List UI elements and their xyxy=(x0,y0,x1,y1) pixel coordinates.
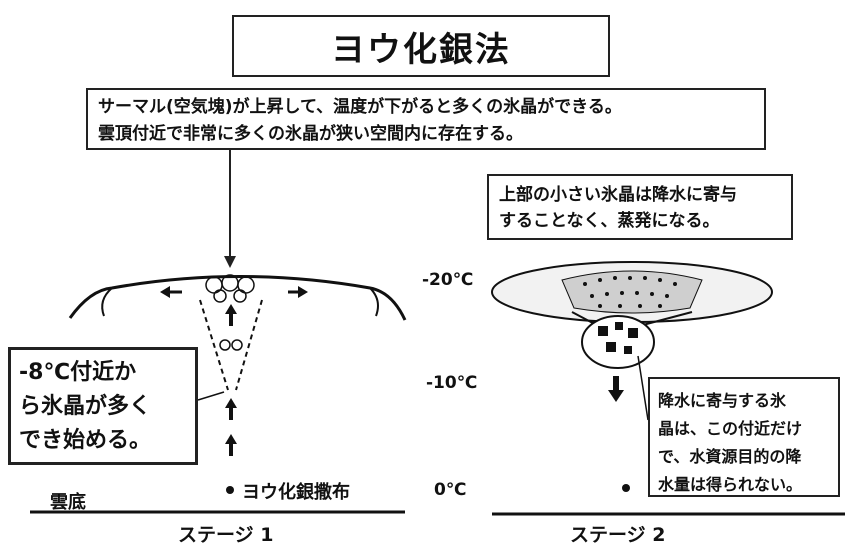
falling-arrow xyxy=(608,376,624,402)
spread-arrow-right xyxy=(288,286,308,298)
cloud-base-label: 雲底 xyxy=(50,492,86,513)
callout-top-line2: 雲頂付近で非常に多くの氷晶が狭い空間内に存在する。 xyxy=(98,124,523,144)
temp-label-minus10: -10℃ xyxy=(426,373,478,393)
seeding-point xyxy=(226,486,234,494)
callout-br-pointer xyxy=(637,355,649,421)
plume-edge-right xyxy=(235,299,263,391)
ice-crystal-cluster xyxy=(205,274,255,303)
stage2-small-crystals xyxy=(583,276,677,308)
page-title: ヨウ化銀法 xyxy=(331,29,511,70)
stage1-label: ステージ 1 xyxy=(178,524,274,546)
stage1-cloud-top xyxy=(68,275,407,321)
callout-top: サーマル(空気塊)が上昇して、温度が下がると多くの氷晶ができる。 雲頂付近で非常… xyxy=(86,88,766,150)
stage1-cloud-lobe-left xyxy=(101,287,113,317)
callout-left-line3: でき始める。 xyxy=(19,428,152,453)
stage1-cloud-lobe-right xyxy=(369,287,379,317)
callout-right-line1: 上部の小さい氷晶は降水に寄与 xyxy=(499,185,737,205)
pointer-arrowhead xyxy=(224,256,236,268)
updraft-arrows xyxy=(225,304,237,456)
callout-br-line2: 晶は、この付近だけ xyxy=(658,419,803,438)
callout-left-line1: -8℃付近か xyxy=(19,360,137,385)
callout-left: -8℃付近か ら氷晶が多く でき始める。 xyxy=(8,347,198,465)
callout-left-line2: ら氷晶が多く xyxy=(19,394,152,419)
callout-top-line1: サーマル(空気塊)が上昇して、温度が下がると多くの氷晶ができる。 xyxy=(98,97,622,117)
stage2-large-crystals xyxy=(598,322,638,354)
mid-crystals xyxy=(219,339,243,351)
title-box: ヨウ化銀法 xyxy=(232,15,610,77)
stage2-label: ステージ 2 xyxy=(570,524,666,546)
callout-br-line1: 降水に寄与する氷 xyxy=(658,391,787,410)
plume-edge-left xyxy=(199,299,229,391)
temp-label-0: 0℃ xyxy=(434,480,467,500)
stage2-ground-point xyxy=(622,484,630,492)
callout-br-line3: で、水資源目的の降 xyxy=(658,447,802,466)
callout-br-line4: 水量は得られない。 xyxy=(658,475,803,494)
callout-right: 上部の小さい氷晶は降水に寄与 することなく、蒸発になる。 xyxy=(487,174,793,240)
callout-bottom-right: 降水に寄与する氷 晶は、この付近だけ で、水資源目的の降 水量は得られない。 xyxy=(648,377,840,497)
callout-left-pointer xyxy=(197,391,225,401)
seeding-label: ヨウ化銀撒布 xyxy=(242,482,350,503)
callout-right-line2: することなく、蒸発になる。 xyxy=(499,211,720,231)
spread-arrow-left xyxy=(160,286,182,298)
temp-label-minus20: -20℃ xyxy=(422,270,474,290)
stage2-crystal-layer xyxy=(561,270,703,314)
